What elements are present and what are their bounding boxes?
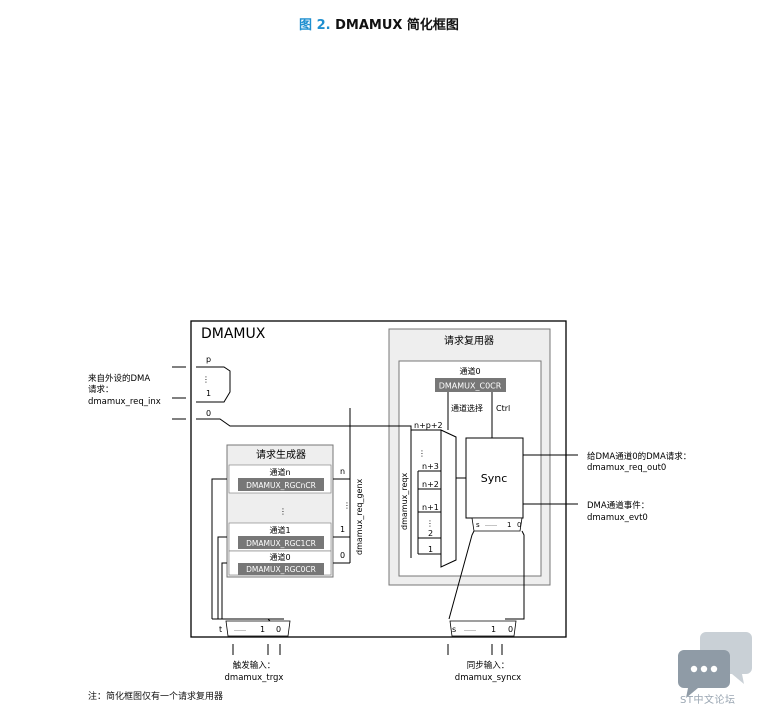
dmamux-reqx-label: dmamux_reqx [400,473,409,530]
mux-input-lines [410,429,441,558]
input-port-1: 1 [206,389,211,398]
req-out-label-line2: dmamux_req_out0 [587,463,666,473]
input-port-p: p [206,355,211,364]
peripheral-label-line3: dmamux_req_inx [88,397,161,407]
peripheral-label-line2: 请求： [88,384,114,395]
rg-register-0 [238,563,324,575]
trigger-port-t: t [219,625,222,634]
c0cr-register-label: DMAMUX_C0CR [439,382,502,391]
trigger-port-0: 0 [276,625,281,634]
figure-number: 图 2. [299,18,331,33]
ctrl-label: Ctrl [496,404,510,413]
input-port-0: 0 [206,409,211,418]
watermark-label: ST中文论坛 [680,695,736,706]
sync-input-port-1: 1 [491,625,496,634]
rg-register-1 [238,536,324,549]
mux-dots-upper: ⋮ [418,449,426,458]
trigger-port-1: 1 [260,625,265,634]
peripheral-input-lines [172,366,412,430]
c0cr-register [435,378,506,392]
sync-input-label-line2: dmamux_syncx [455,673,521,683]
sync-input-port-s: s [452,625,456,634]
sync-input-port-dots: …… [464,626,476,633]
mux-input-n-2: n+2 [422,480,439,489]
dmamux-frame [190,320,567,638]
evt-label-line1: DMA通道事件： [587,500,649,511]
mux-input-1: 1 [428,545,433,554]
channel-select-label: 通道选择 [451,403,483,413]
rg-output-lines [333,408,351,564]
rg-channel-1-label: 通道1 [269,525,290,535]
rg-register-n-label: DMAMUX_RGCnCR [246,481,316,490]
trigger-label-line1: 触发输入： [233,660,276,671]
sync-input-wiring [447,530,525,655]
input-port-dots: ⋮ [202,375,210,384]
sync-input-label-line1: 同步输入： [467,660,510,671]
mux-input-n-3: n+3 [422,462,439,471]
req-out-label-line1: 给DMA通道0的DMA请求： [587,451,691,462]
rg-channel-n-label: 通道n [269,467,290,477]
figure-title: 图 2. DMAMUX 简化框图 [0,14,758,33]
rg-out-n: n [340,467,345,476]
request-mux-title: 请求复用器 [444,334,494,347]
evt-label-line2: dmamux_evt0 [587,513,648,523]
mux-input-2: 2 [428,529,433,538]
rg-out-1: 1 [340,525,345,534]
rg-register-n [238,478,324,491]
trigger-port-group [225,620,291,637]
rg-dots: ⋮ [279,507,287,516]
sync-label: Sync [481,472,508,485]
sync-port-1: 1 [507,521,511,529]
rg-out-dots: ⋮ [343,501,351,510]
mux-input-n-p-2: n+p+2 [414,421,443,430]
sync-port-0: 0 [517,521,521,529]
channel0-label: 通道0 [459,366,480,376]
trigger-label-line2: dmamux_trgx [225,673,284,683]
trigger-port-dots: …… [234,626,246,633]
sync-input-port-0: 0 [508,625,513,634]
dmamux-req-genx-label: dmamux_req_genx [355,478,364,555]
figure-caption: DMAMUX 简化框图 [335,18,459,33]
sync-port-s: s [476,521,480,529]
rg-register-1-label: DMAMUX_RGC1CR [246,539,316,548]
rg-out-0: 0 [340,551,345,560]
peripheral-label-line1: 来自外设的DMA [88,373,150,384]
trigger-wiring [211,478,284,655]
rg-channel-0-label: 通道0 [269,552,290,562]
dmamux-label: DMAMUX [201,326,266,342]
rg-register-0-label: DMAMUX_RGC0CR [246,565,316,574]
footnote: 注：简化框图仅有一个请求复用器 [88,692,224,702]
request-generator-title: 请求生成器 [256,448,306,461]
mux-input-n-1: n+1 [422,503,439,512]
sync-input-port-group [449,620,517,637]
mux-trapezoid [440,429,457,568]
sync-port-group [471,517,523,532]
chat-bubble-icon [678,632,752,698]
mux-dots-lower: ⋮ [426,519,434,528]
sync-port-dots: …… [485,521,497,528]
